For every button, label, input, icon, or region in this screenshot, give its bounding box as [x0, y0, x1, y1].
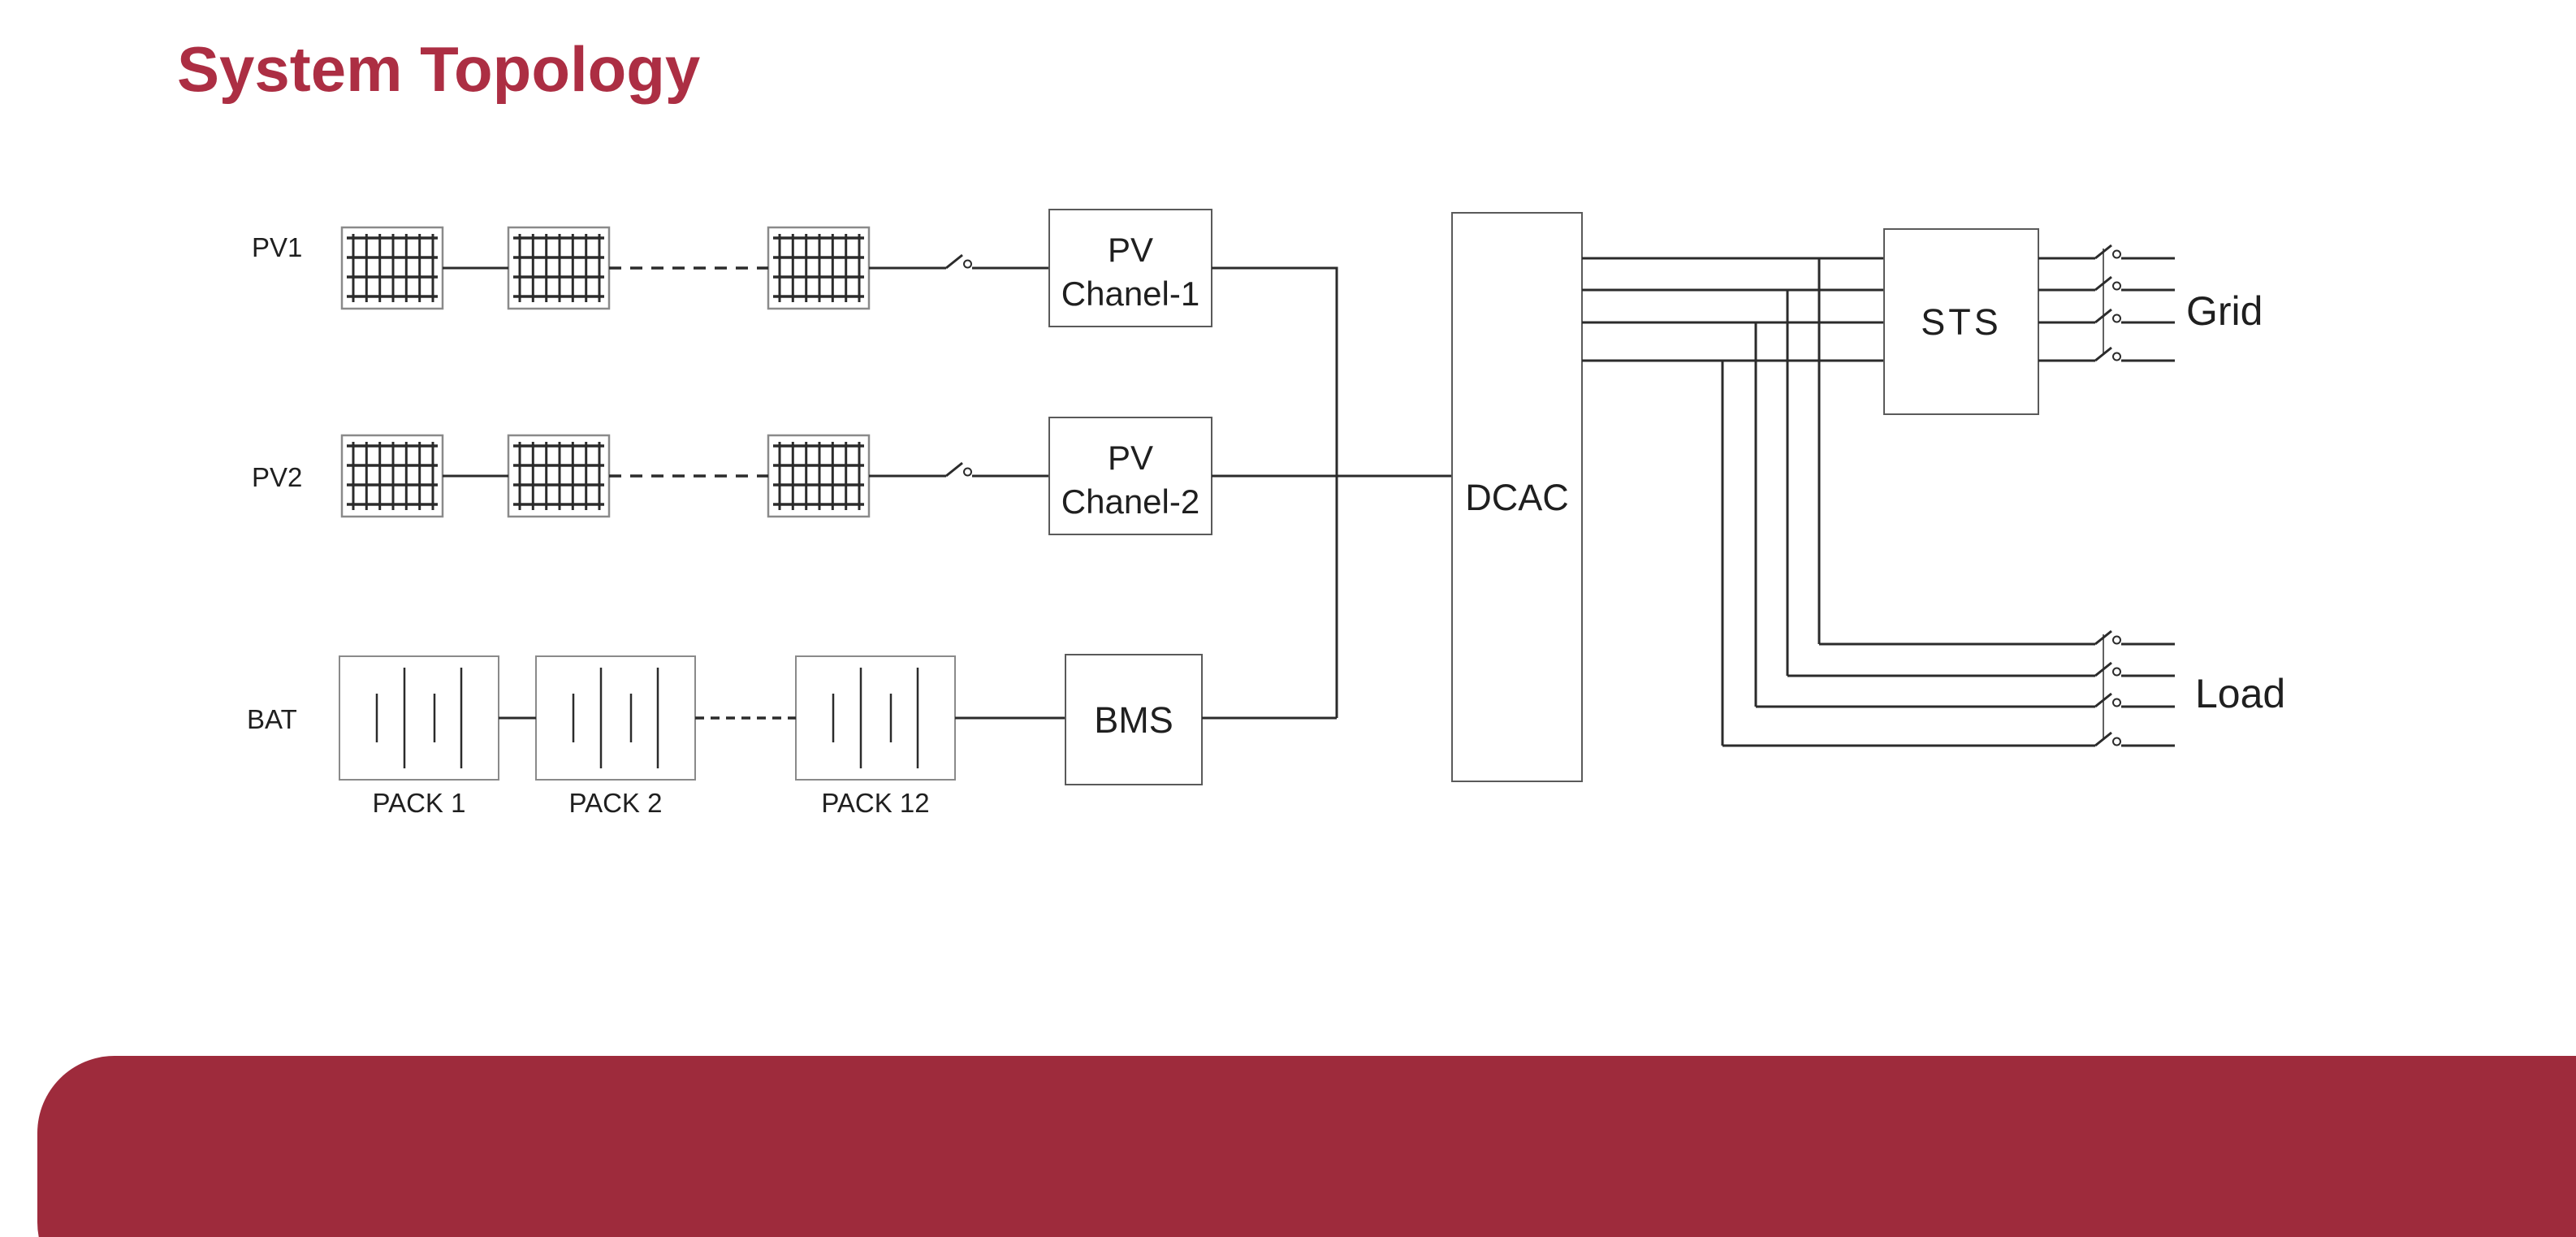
pv-channel-1-box: PV Chanel-1 [1048, 209, 1212, 327]
dc-bus-wires [1202, 266, 1452, 720]
battery-pack-icon [794, 655, 957, 781]
grid-branch [2038, 249, 2175, 362]
solar-panel-icon [340, 226, 444, 310]
solar-panel-icon [507, 434, 611, 518]
load-branch [1722, 634, 2175, 747]
footer-accent-bar [37, 1056, 2576, 1237]
pv-channel-2-label-line1: PV [1108, 439, 1153, 477]
disconnect-switch-icon [2094, 692, 2122, 708]
load-label: Load [2195, 671, 2285, 716]
pack-2-label: PACK 2 [569, 788, 663, 818]
pv2-string-label: PV2 [252, 462, 302, 492]
disconnect-switch-icon [2094, 629, 2122, 646]
solar-panel-icon [767, 226, 871, 310]
disconnect-switch-icon [2094, 244, 2122, 260]
dcac-label: DCAC [1465, 477, 1569, 518]
disconnect-switch-icon [2094, 731, 2122, 747]
sts-label: STS [1921, 301, 2002, 343]
solar-panel-icon [507, 226, 611, 310]
disconnect-switch-icon [2094, 308, 2122, 324]
bms-box: BMS [1065, 654, 1203, 785]
page-title: System Topology [177, 33, 700, 105]
disconnect-switch-icon [2094, 275, 2122, 292]
pv-channel-1-label-line1: PV [1108, 231, 1153, 269]
pv-channel-2-label-line2: Chanel-2 [1061, 482, 1199, 521]
disconnect-switch-icon [944, 253, 973, 270]
bms-label: BMS [1094, 699, 1173, 741]
disconnect-switch-icon [2094, 661, 2122, 677]
solar-panel-icon [767, 434, 871, 518]
battery-pack-icon [534, 655, 697, 781]
solar-panel-icon [340, 434, 444, 518]
ac-output-wires [1582, 257, 1884, 746]
disconnect-switch-icon [944, 461, 973, 478]
battery-pack-icon [338, 655, 500, 781]
battery-string-label: BAT [247, 704, 297, 734]
pack-12-label: PACK 12 [821, 788, 929, 818]
pv1-string-label: PV1 [252, 232, 302, 262]
disconnect-switch-icon [2094, 346, 2122, 362]
pack-1-label: PACK 1 [373, 788, 466, 818]
pv-channel-2-box: PV Chanel-2 [1048, 417, 1212, 535]
sts-box: STS [1883, 228, 2039, 415]
grid-label: Grid [2186, 288, 2263, 334]
pv-channel-1-label-line2: Chanel-1 [1061, 275, 1199, 313]
dcac-box: DCAC [1451, 212, 1583, 782]
